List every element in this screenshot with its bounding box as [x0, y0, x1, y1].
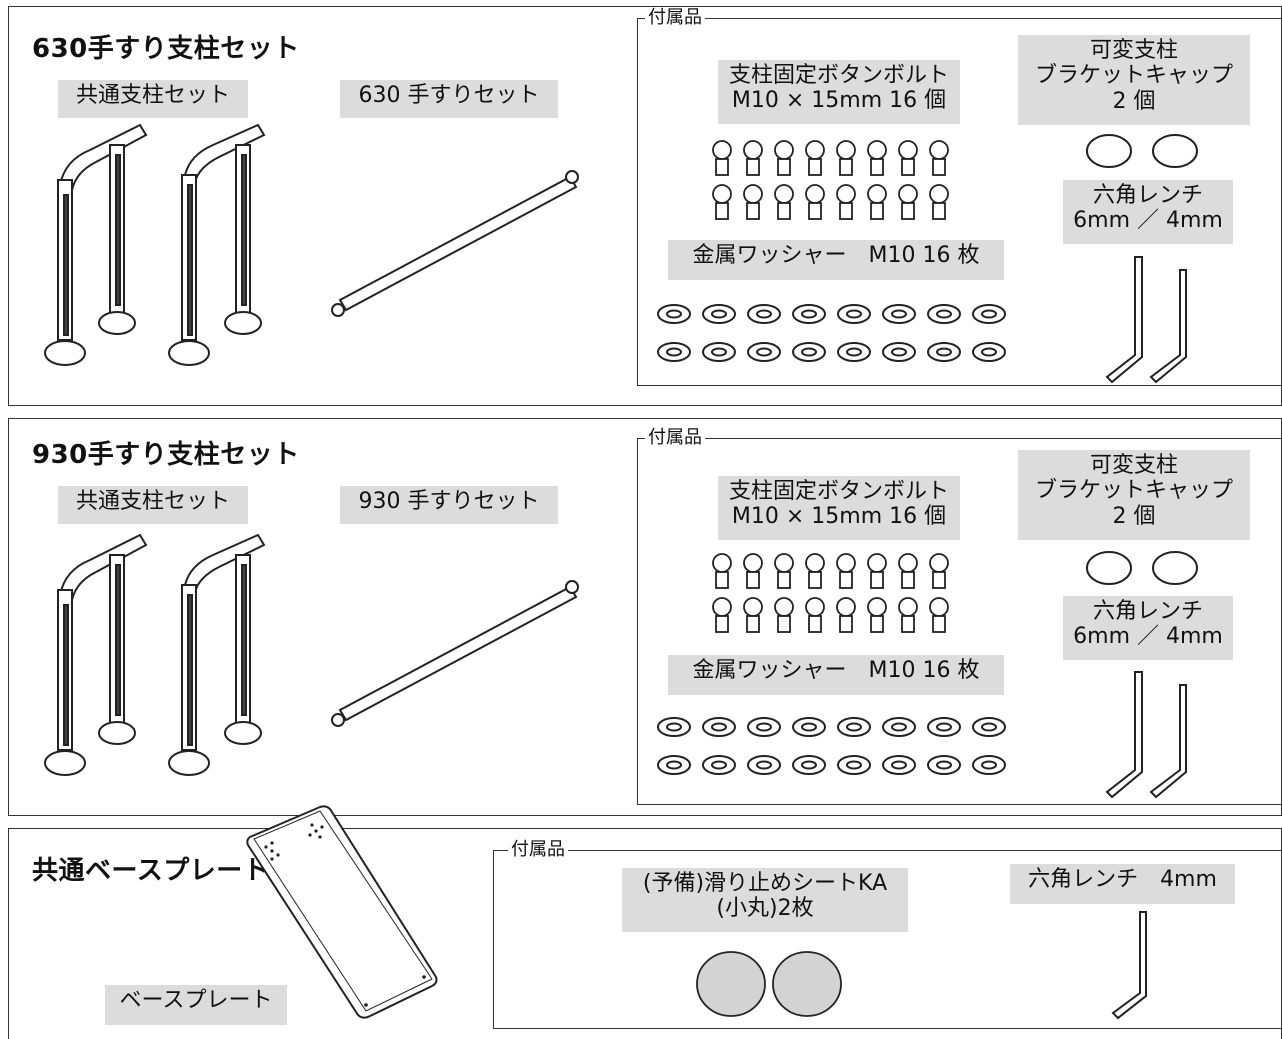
panel-630-title: 630手すり支柱セット — [32, 34, 300, 64]
wrench-label-630: 六角レンチ 6mm ／ 4mm — [1063, 180, 1233, 244]
bolt-label-line2: M10 × 15mm 16 個 — [731, 88, 947, 114]
base-plate-title: 共通ベースプレート — [32, 856, 270, 886]
cap-label-line3: 2 個 — [1112, 88, 1156, 114]
hex-wrench-illustration — [1111, 911, 1147, 1020]
washers-illustration — [657, 304, 1006, 362]
accessories-title-630: 付属品 — [645, 8, 705, 28]
cap-label-line1: 可変支柱 — [1089, 453, 1178, 478]
bolt-label-930: 支柱固定ボタンボルト M10 × 15mm 16 個 — [718, 476, 960, 540]
bolts-illustration — [712, 140, 949, 220]
post-set-illustration — [44, 123, 266, 366]
caps-illustration — [1086, 134, 1198, 168]
rail-set-label: 930 手すりセット — [340, 486, 558, 524]
wrench-label-line1: 六角レンチ — [1092, 183, 1203, 208]
panel-930-title: 930手すり支柱セット — [32, 440, 300, 470]
wrenches-illustration — [1105, 671, 1187, 799]
wrench-label-930: 六角レンチ 6mm ／ 4mm — [1063, 596, 1233, 660]
anti-slip-sheets-illustration — [696, 951, 842, 1017]
rail-set-label: 630 手すりセット — [340, 80, 558, 118]
accessories-title-930: 付属品 — [645, 428, 705, 448]
base-plate-label: ベースプレート — [105, 985, 287, 1025]
bolt-label-630: 支柱固定ボタンボルト M10 × 15mm 16 個 — [718, 60, 960, 124]
bolts-illustration — [712, 553, 949, 633]
anti-slip-sheet-label: (予備)滑り止めシートKA (小丸)2枚 — [622, 868, 908, 932]
washer-label-630: 金属ワッシャー M10 16 枚 — [668, 240, 1004, 280]
cap-label-line3: 2 個 — [1112, 503, 1156, 529]
sheet-label-line2: (小丸)2枚 — [716, 896, 814, 922]
wrench-label-line2: 6mm ／ 4mm — [1073, 208, 1223, 234]
bolt-label-line1: 支柱固定ボタンボルト — [728, 479, 949, 504]
rail-illustration — [331, 580, 579, 727]
rail-illustration — [331, 170, 579, 317]
cap-label-930: 可変支柱 ブラケットキャップ 2 個 — [1018, 450, 1250, 540]
post-set-illustration — [44, 533, 266, 776]
cap-label-630: 可変支柱 ブラケットキャップ 2 個 — [1018, 35, 1250, 125]
bolt-label-line1: 支柱固定ボタンボルト — [728, 63, 949, 88]
hex-wrench-label-base: 六角レンチ 4mm — [1010, 864, 1235, 904]
cap-label-line2: ブラケットキャップ — [1034, 478, 1233, 504]
cap-label-line2: ブラケットキャップ — [1034, 63, 1233, 89]
washers-illustration — [657, 717, 1006, 775]
wrench-label-line1: 六角レンチ — [1092, 599, 1203, 624]
sheet-label-line1: (予備)滑り止めシートKA — [642, 871, 888, 896]
cap-label-line1: 可変支柱 — [1089, 38, 1178, 63]
bolt-label-line2: M10 × 15mm 16 個 — [731, 504, 947, 530]
base-plate-illustration — [246, 805, 438, 1019]
washer-label-930: 金属ワッシャー M10 16 枚 — [668, 655, 1004, 695]
accessories-title-base: 付属品 — [508, 840, 568, 860]
common-post-set-label: 共通支柱セット — [58, 486, 248, 524]
wrench-label-line2: 6mm ／ 4mm — [1073, 624, 1223, 650]
common-post-set-label: 共通支柱セット — [58, 80, 248, 118]
wrenches-illustration — [1105, 256, 1187, 384]
caps-illustration — [1086, 551, 1198, 585]
